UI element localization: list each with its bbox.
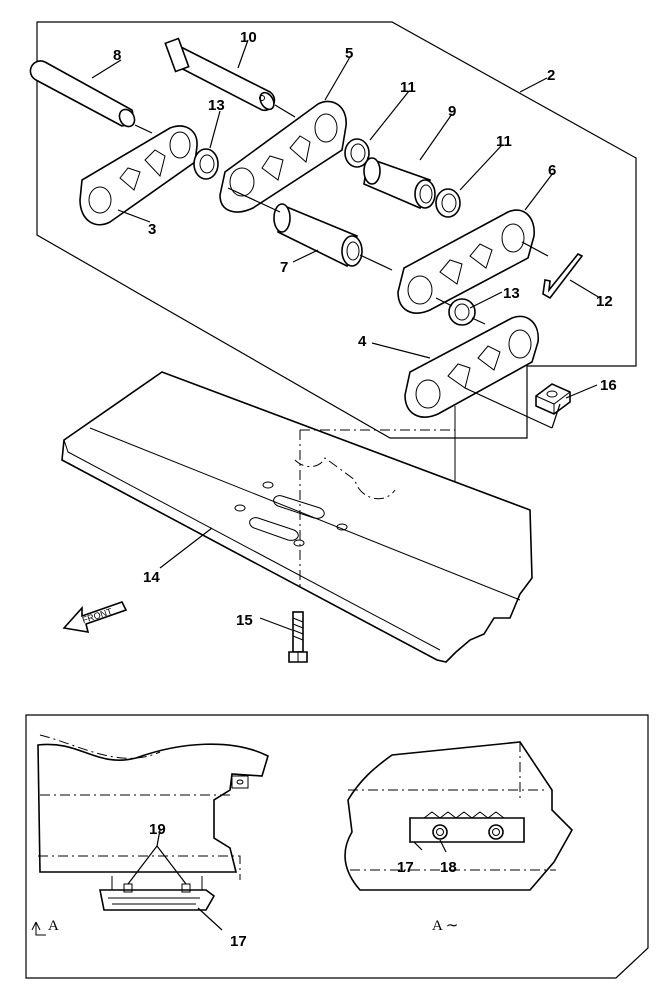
- assembly-centre-lines: [134, 104, 561, 520]
- callout-10: 10: [240, 29, 257, 46]
- detail-frame: [25, 714, 649, 979]
- detail-view-a: [344, 741, 573, 891]
- callout-18: 18: [440, 859, 457, 876]
- callout-15: 15: [236, 612, 253, 629]
- spring-pin-12: [542, 252, 584, 300]
- callout-14: 14: [143, 569, 160, 586]
- assembly-group-outline: [36, 21, 637, 439]
- callout-13-lower: 13: [503, 285, 520, 302]
- callout-11-right: 11: [496, 133, 512, 150]
- link-3: [79, 125, 198, 226]
- callout-numbers: 8 10 5 2 13 11 9 11 6 3 7 12 13 4 16 14 …: [113, 29, 617, 950]
- callout-19: 19: [149, 821, 166, 838]
- callout-6: 6: [548, 162, 556, 179]
- callout-17-left: 17: [230, 933, 247, 950]
- callout-16: 16: [600, 377, 617, 394]
- callout-13-top: 13: [208, 97, 225, 114]
- pin-8: [29, 60, 136, 128]
- front-arrow-label: FRONT: [81, 606, 114, 625]
- callout-17-right: 17: [397, 859, 414, 876]
- track-shoe-14: [61, 371, 533, 663]
- seal-ring-11-right: [435, 188, 461, 218]
- bushing-9: [363, 156, 436, 210]
- callout-8: 8: [113, 47, 121, 64]
- link-4: [404, 315, 539, 418]
- nut-16: [535, 383, 571, 415]
- seal-ring-13-lower: [448, 298, 476, 326]
- callout-3: 3: [148, 221, 156, 238]
- bushing-7: [273, 203, 363, 268]
- section-marker-a: A: [31, 918, 59, 936]
- pin-10: [164, 37, 276, 112]
- link-5: [219, 100, 347, 213]
- callout-4: 4: [358, 333, 367, 350]
- callout-11-top: 11: [400, 79, 416, 96]
- callout-9: 9: [448, 103, 456, 120]
- seal-ring-11-top: [344, 138, 370, 168]
- callout-7: 7: [280, 259, 288, 276]
- front-direction-arrow: FRONT: [62, 601, 128, 633]
- callout-leaders: [91, 39, 601, 847]
- bolt-15: [288, 611, 308, 663]
- seal-ring-13-top: [193, 148, 219, 180]
- link-6: [397, 209, 535, 314]
- callout-5: 5: [345, 45, 353, 62]
- section-label-left: A: [48, 918, 59, 934]
- detail-guard-side-view: [37, 734, 269, 931]
- callout-2: 2: [547, 67, 555, 84]
- callout-12: 12: [596, 293, 613, 310]
- section-label-right: A ∼: [432, 918, 458, 934]
